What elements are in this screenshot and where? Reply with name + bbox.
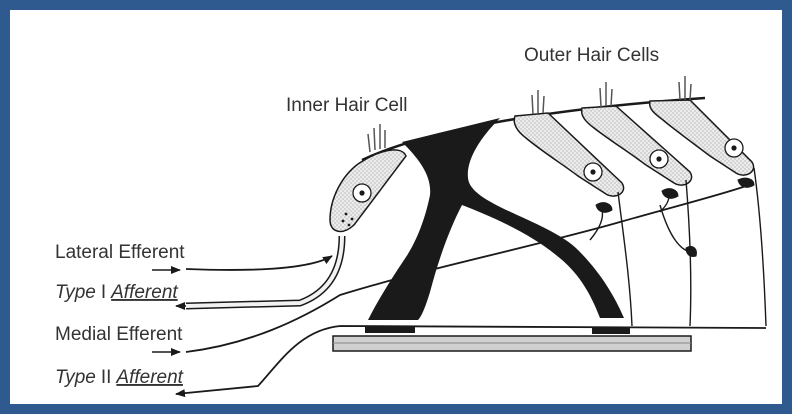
lateral-efferent-fiber xyxy=(186,256,332,270)
outer-hair-cells-label: Outer Hair Cells xyxy=(524,45,659,66)
lateral-efferent-label: Lateral Efferent xyxy=(55,242,185,263)
inner-hair-cell-stereocilia xyxy=(368,124,385,152)
inner-hair-cell-label: Inner Hair Cell xyxy=(286,95,407,116)
medial-efferent-label: Medial Efferent xyxy=(55,324,183,345)
type1-afferent-fiber xyxy=(186,236,342,306)
outer-hair-cells xyxy=(514,100,753,196)
